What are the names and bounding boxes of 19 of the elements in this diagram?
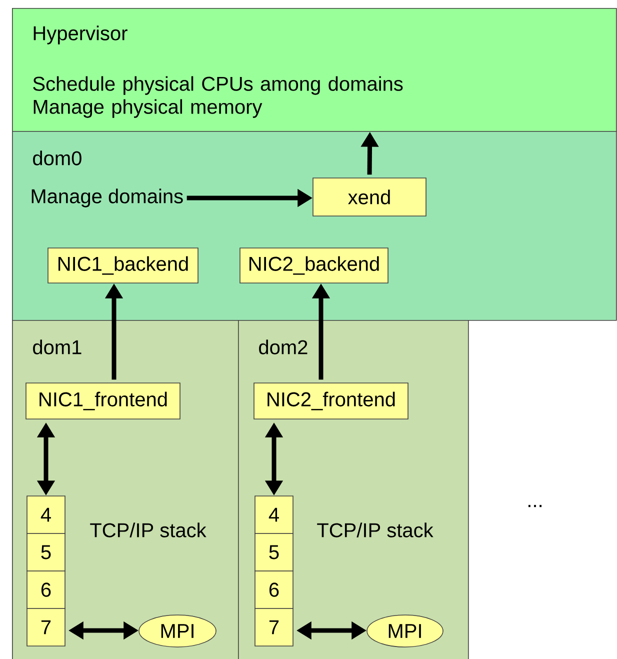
stack-layer-box: 4	[254, 496, 294, 534]
driver-box: NIC2_backend	[240, 248, 388, 284]
node-label: dom1	[33, 340, 82, 354]
text-label: Manage domains	[32, 188, 183, 208]
hypervisor-panel: Hypervisor Schedule physical CPUs among domains Manage physical memory	[12, 8, 617, 132]
stack-layer-box: 6	[254, 570, 294, 609]
text-label: TCP/IP stack	[90, 522, 206, 538]
process-box: xend	[312, 178, 426, 216]
stack-layer-box: 5	[254, 533, 294, 572]
stack-layer-box: 5	[26, 533, 66, 572]
driver-box: NIC1_backend	[48, 248, 198, 284]
stack-layer-box: 7	[26, 608, 66, 646]
ellipsis-text: ...	[528, 504, 542, 508]
stack-layer-box: 4	[26, 496, 66, 534]
stack-layer-box: 7	[254, 608, 294, 646]
stack-layer-box: 6	[26, 570, 66, 609]
driver-box: NIC1_frontend	[26, 382, 180, 420]
text-label: TCP/IP stack	[317, 522, 434, 538]
driver-box: NIC2_frontend	[254, 382, 408, 420]
